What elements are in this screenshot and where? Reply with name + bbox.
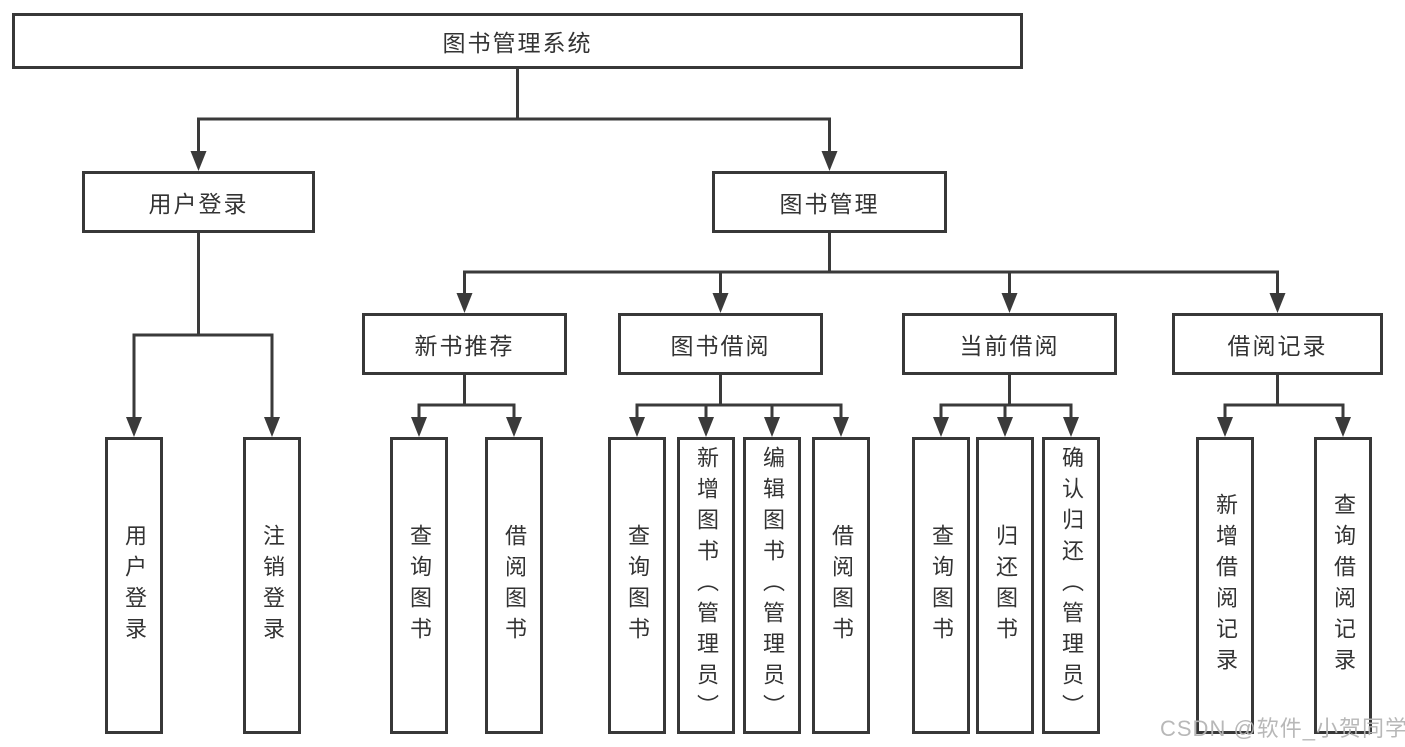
leaf-return-book: 归还图书 bbox=[976, 437, 1034, 734]
node-root: 图书管理系统 bbox=[12, 13, 1023, 69]
leaf-current-query-book-label: 查询图书 bbox=[929, 523, 954, 648]
leaf-current-query-book: 查询图书 bbox=[912, 437, 970, 734]
leaf-rec-borrow-book-label: 借阅图书 bbox=[502, 523, 527, 648]
leaf-edit-book-admin-label: 编辑图书（管理员） bbox=[760, 446, 785, 725]
leaf-rec-query-book: 查询图书 bbox=[390, 437, 448, 734]
leaf-confirm-return-admin-label: 确认归还（管理员） bbox=[1059, 446, 1084, 725]
node-current-borrowing: 当前借阅 bbox=[902, 313, 1117, 375]
leaf-add-book-admin-label: 新增图书（管理员） bbox=[694, 446, 719, 725]
leaf-confirm-return-admin: 确认归还（管理员） bbox=[1042, 437, 1100, 734]
node-new-book-recommend: 新书推荐 bbox=[362, 313, 567, 375]
leaf-borrow-query-book: 查询图书 bbox=[608, 437, 666, 734]
leaf-add-book-admin: 新增图书（管理员） bbox=[677, 437, 735, 734]
leaf-user-login: 用户登录 bbox=[105, 437, 163, 734]
leaf-query-borrow-record: 查询借阅记录 bbox=[1314, 437, 1372, 734]
leaf-logout-label: 注销登录 bbox=[260, 523, 285, 648]
node-borrowing-records: 借阅记录 bbox=[1172, 313, 1383, 375]
leaf-logout: 注销登录 bbox=[243, 437, 301, 734]
leaf-user-login-label: 用户登录 bbox=[122, 523, 147, 648]
leaf-edit-book-admin: 编辑图书（管理员） bbox=[743, 437, 801, 734]
leaf-borrow-borrow-book-label: 借阅图书 bbox=[829, 523, 854, 648]
arrowhead-icons bbox=[126, 151, 1351, 437]
csdn-watermark: CSDN @软件_小贺同学 bbox=[1160, 716, 1405, 741]
leaf-rec-borrow-book: 借阅图书 bbox=[485, 437, 543, 734]
node-book-management: 图书管理 bbox=[712, 171, 947, 233]
leaf-return-book-label: 归还图书 bbox=[993, 523, 1018, 648]
node-book-borrowing: 图书借阅 bbox=[618, 313, 823, 375]
leaf-query-borrow-record-label: 查询借阅记录 bbox=[1331, 492, 1356, 679]
leaf-rec-query-book-label: 查询图书 bbox=[407, 523, 432, 648]
leaf-add-borrow-record-label: 新增借阅记录 bbox=[1213, 492, 1238, 679]
leaf-borrow-borrow-book: 借阅图书 bbox=[812, 437, 870, 734]
leaf-borrow-query-book-label: 查询图书 bbox=[625, 523, 650, 648]
node-user-login: 用户登录 bbox=[82, 171, 315, 233]
leaf-add-borrow-record: 新增借阅记录 bbox=[1196, 437, 1254, 734]
